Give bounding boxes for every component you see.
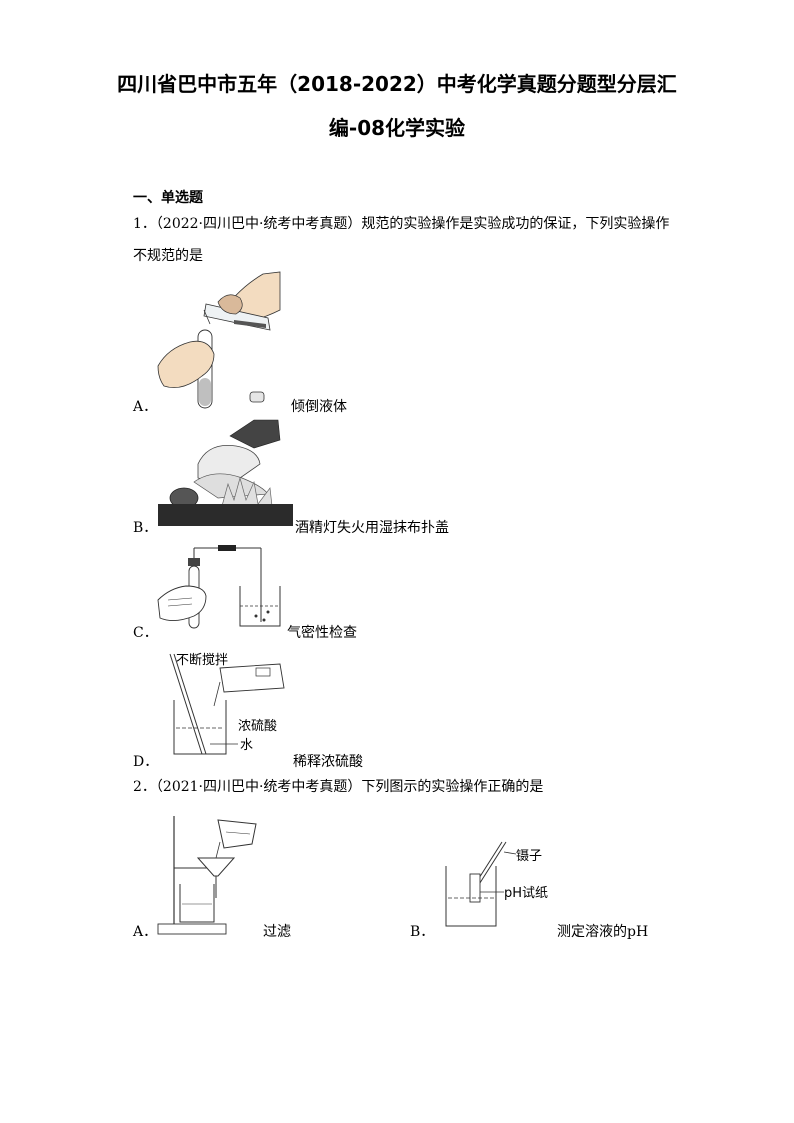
stir-label: 不断搅拌 [176,652,228,668]
q1-option-d-caption: 稀释浓硫酸 [293,754,363,770]
q2-option-a-letter: A． [133,924,158,940]
q2-option-b-caption: 测定溶液的pH [557,924,649,940]
water-label: 水 [240,738,253,753]
alcohol-lamp-fire-figure [158,419,293,526]
ph-measure-figure: 镊子 pH试纸 [445,841,548,927]
pour-liquid-figure [157,271,281,409]
document-title-line-2: 编-08化学实验 [328,116,466,140]
acid-label: 浓硫酸 [238,719,277,734]
q1-option-a-letter: A． [133,399,158,415]
q1-option-b-letter: B． [133,520,158,536]
filtration-figure [157,816,257,935]
q1-option-c-letter: C． [133,625,158,641]
q2-stem: 2．（2021·四川巴中·统考中考真题）下列图示的实验操作正确的是 [133,779,544,795]
tweezers-label: 镊子 [516,849,542,864]
airtightness-check-figure [157,545,281,629]
q1-stem-line-1: 1．（2022·四川巴中·统考中考真题）规范的实验操作是实验成功的保证，下列实验… [133,216,670,232]
q1-option-d-letter: D． [133,754,159,770]
q1-option-b-caption: 酒精灯失火用湿抹布扑盖 [295,520,449,536]
dilute-sulfuric-acid-figure: 不断搅拌 浓硫酸 水 [169,652,285,755]
ph-paper-label: pH试纸 [504,886,548,901]
q2-option-b-letter: B． [410,924,435,940]
q1-stem-line-2: 不规范的是 [133,248,203,264]
q1-option-a-caption: 倾倒液体 [291,399,347,415]
q2-option-a-caption: 过滤 [263,924,291,940]
document-title-line-1: 四川省巴中市五年（2018-2022）中考化学真题分题型分层汇 [117,72,677,96]
section-heading: 一、单选题 [133,190,203,206]
q1-option-c-caption: 气密性检查 [287,625,357,641]
